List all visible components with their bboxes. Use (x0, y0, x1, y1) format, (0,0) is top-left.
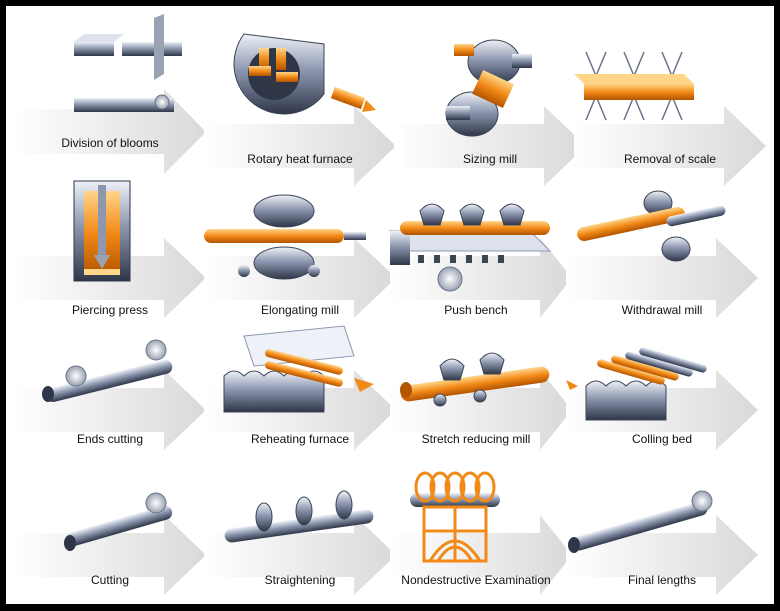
step-label: Removal of scale (623, 152, 717, 166)
step-label: Piercing press (71, 303, 149, 317)
step-label: Push bench (444, 303, 508, 317)
step-label: Elongating mill (260, 303, 340, 317)
step-label: Sizing mill (462, 152, 517, 166)
step-label: Final lengths (627, 573, 697, 587)
flow-arrow-icon (14, 515, 206, 595)
step-label: Cutting (90, 573, 130, 587)
stretch-reducing-mill-illustration (390, 352, 572, 450)
division-of-blooms-illustration (14, 14, 206, 174)
step-label: Reheating furnace (250, 432, 350, 446)
step-label: Nondestructive Examination (401, 573, 551, 587)
flow-arrow-icon (204, 238, 396, 318)
step-label: Withdrawal mill (621, 303, 703, 317)
final-lengths-illustration (566, 490, 758, 595)
flow-arrow-icon (394, 106, 586, 186)
step-label: Colling bed (631, 432, 693, 446)
straightening-illustration (204, 490, 396, 595)
step-label: Ends cutting (76, 432, 144, 446)
sizing-mill-illustration (394, 39, 586, 186)
colling-bed-illustration (566, 347, 758, 450)
step-label: Stretch reducing mill (421, 432, 531, 446)
removal-of-scale-illustration (574, 51, 766, 186)
nondestructive-examination-illustration (390, 471, 572, 595)
elongating-mill-illustration (204, 194, 396, 318)
reheating-furnace-illustration (204, 325, 396, 450)
piercing-press-illustration (14, 180, 206, 318)
ends-cutting-illustration (14, 339, 206, 450)
process-diagram: Division of blooms Rotary heat furnace (6, 6, 774, 604)
step-label: Rotary heat furnace (247, 152, 353, 166)
flow-arrow-icon (574, 106, 766, 186)
withdrawal-mill-illustration (566, 190, 758, 318)
flow-arrow-icon (390, 515, 572, 595)
cutting-illustration (14, 492, 206, 595)
step-label: Division of blooms (61, 136, 159, 150)
flow-arrow-icon (566, 238, 758, 318)
step-label: Straightening (264, 573, 336, 587)
flow-arrow-icon (204, 106, 396, 186)
push-bench-illustration (388, 203, 572, 318)
rotary-heat-furnace-illustration (204, 33, 396, 186)
